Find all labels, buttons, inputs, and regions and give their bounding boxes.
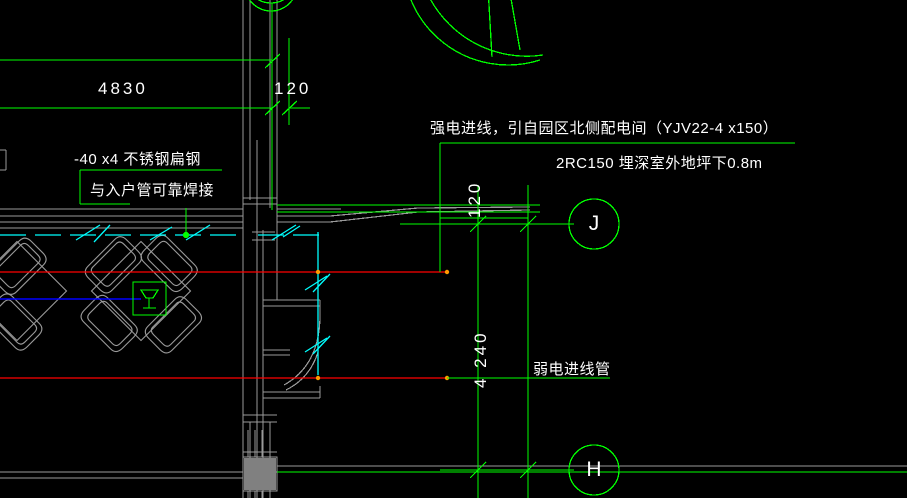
- furniture-cluster: [0, 234, 203, 354]
- pipe-node-markers: [315, 269, 450, 381]
- column-fill: [244, 458, 276, 490]
- note-power-supply-line1: 强电进线，引自园区北侧配电间（YJV22-4 x150）: [430, 120, 779, 137]
- note-flat-steel-line2: 与入户管可靠焊接: [90, 182, 215, 199]
- dimension-4240: 4 240: [471, 330, 490, 388]
- pipe-cyan-layer: [0, 224, 331, 375]
- dimension-120-top: 120: [274, 79, 312, 98]
- pipe-red-layer: [0, 271, 447, 379]
- note-flat-steel-line1: -40 x4 不锈钢扁钢: [74, 151, 201, 168]
- note-weak-current-conduit: 弱电进线管: [533, 361, 611, 378]
- grid-bubble-label-h[interactable]: H: [586, 458, 602, 481]
- dimension-120-middle: 120: [465, 180, 484, 218]
- note-power-supply-line2: 2RC150 埋深室外地坪下0.8m: [556, 155, 763, 172]
- grid-bubble-label-j[interactable]: J: [588, 212, 600, 235]
- dimension-4830: 4830: [98, 79, 148, 98]
